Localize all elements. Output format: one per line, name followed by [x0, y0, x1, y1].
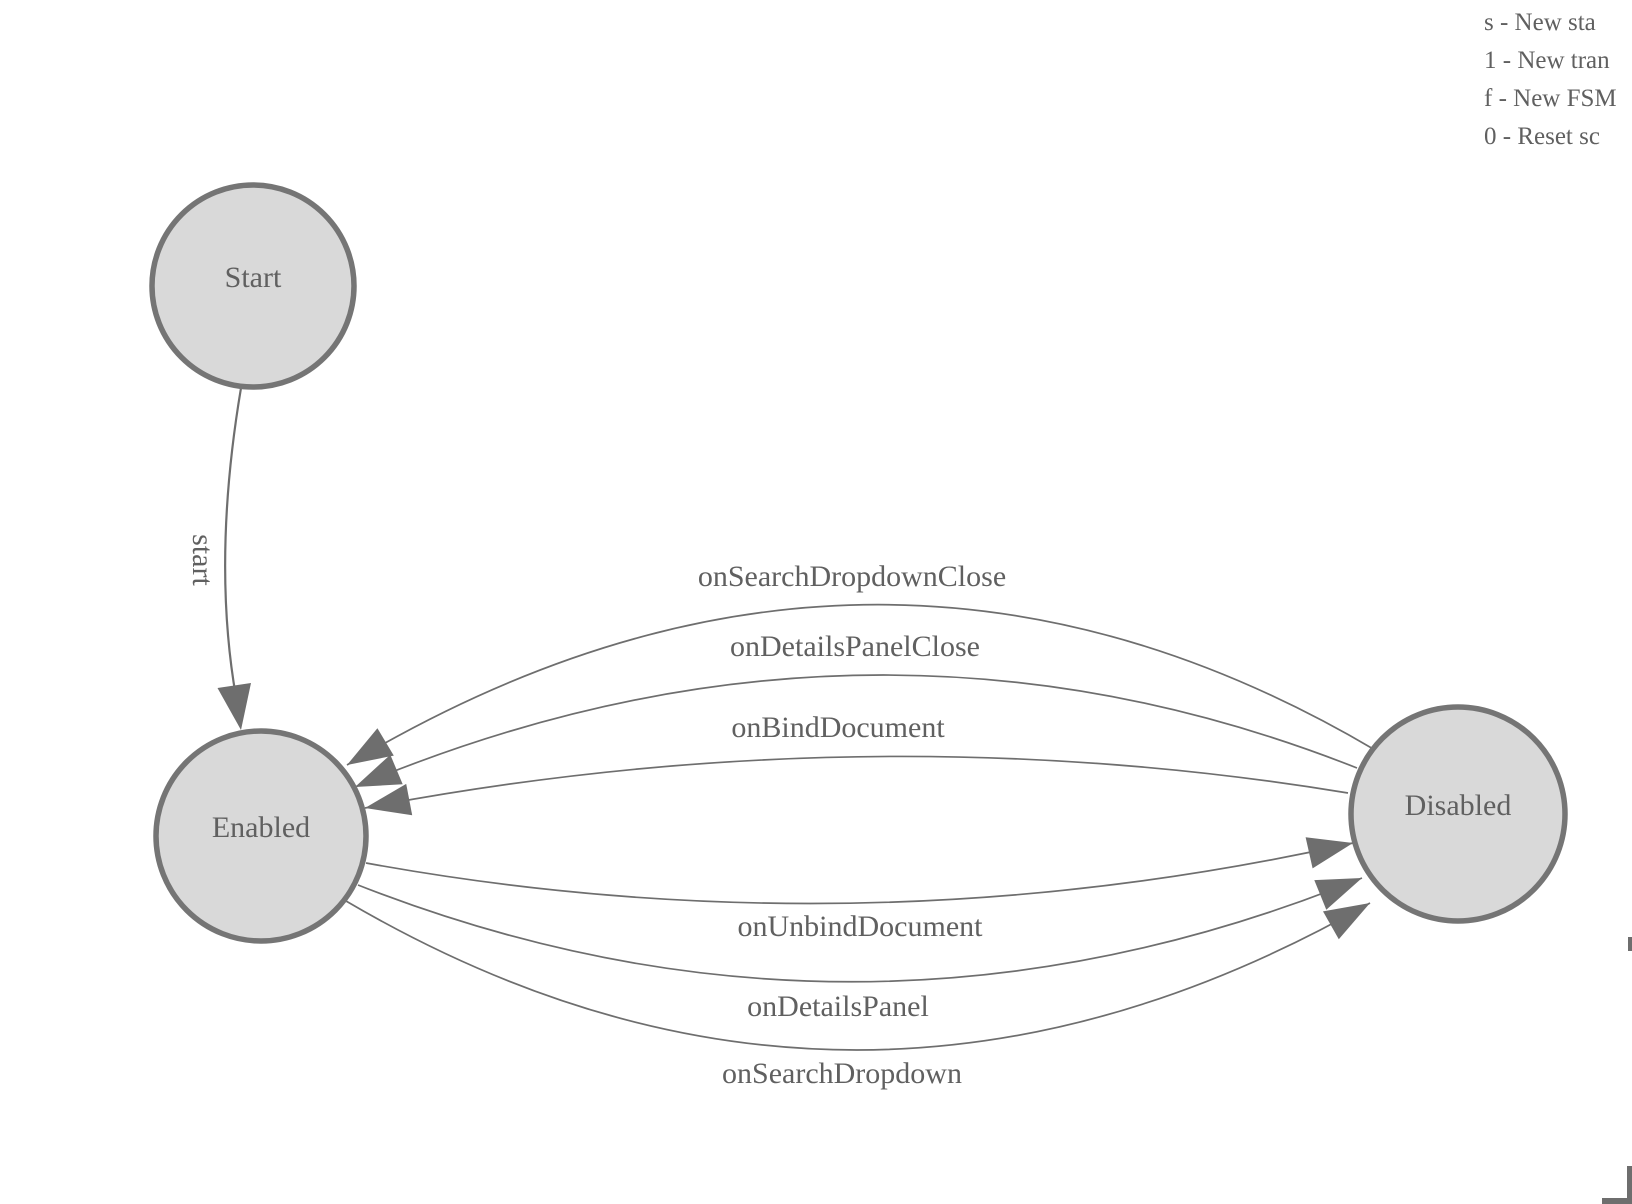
transition-onSearchDropdownClose-path[interactable]: [346, 603, 1376, 766]
arrowhead-icon: [365, 783, 413, 816]
transition-start[interactable]: start: [186, 387, 251, 730]
legend-line: s - New sta: [1484, 9, 1596, 36]
state-node-disabled[interactable]: Disabled: [1348, 704, 1568, 924]
transition-onDetailsPanel[interactable]: onDetailsPanel: [357, 877, 1363, 1023]
state-circle-enabled[interactable]: [153, 728, 369, 944]
transition-onSearchDropdown[interactable]: onSearchDropdown: [345, 900, 1371, 1090]
partial-element-corner-vertical: [1627, 1166, 1632, 1204]
arrowhead-icon: [355, 754, 403, 787]
shortcut-legend: s - New sta 1 - New tran f - New FSM 0 -…: [1484, 4, 1632, 164]
legend-line: 1 - New tran: [1484, 47, 1610, 74]
legend-line: f - New FSM: [1484, 85, 1617, 112]
transition-label-onSearchDropdownClose: onSearchDropdownClose: [698, 560, 1006, 593]
state-circle-start[interactable]: [149, 182, 357, 390]
transition-onDetailsPanelClose[interactable]: onDetailsPanelClose: [354, 630, 1358, 788]
state-label-enabled: Enabled: [212, 811, 310, 844]
transition-onBindDocument[interactable]: onBindDocument: [364, 711, 1349, 816]
transition-label-onDetailsPanelClose: onDetailsPanelClose: [730, 630, 980, 663]
arrowhead-icon: [347, 728, 394, 765]
state-node-start[interactable]: Start: [149, 182, 357, 390]
state-node-enabled[interactable]: Enabled: [153, 728, 369, 944]
state-label-start: Start: [225, 261, 282, 294]
transition-onUnbindDocument-path[interactable]: [365, 842, 1354, 905]
state-label-disabled: Disabled: [1405, 789, 1512, 822]
transition-onSearchDropdownClose[interactable]: onSearchDropdownClose: [346, 560, 1376, 766]
transition-onSearchDropdown-path[interactable]: [345, 900, 1371, 1051]
arrowhead-icon: [1314, 878, 1362, 910]
transition-label-onBindDocument: onBindDocument: [731, 711, 945, 744]
partial-element-sliver: [1628, 937, 1632, 951]
transition-label-onUnbindDocument: onUnbindDocument: [738, 910, 984, 943]
state-circle-disabled[interactable]: [1348, 704, 1568, 924]
arrowhead-icon: [1305, 837, 1353, 869]
transition-onDetailsPanelClose-path[interactable]: [354, 674, 1358, 788]
transition-label-onDetailsPanel: onDetailsPanel: [747, 990, 929, 1023]
transition-label-start: start: [186, 534, 219, 586]
transition-onDetailsPanel-path[interactable]: [357, 877, 1363, 983]
arrowhead-icon: [1323, 903, 1370, 940]
partial-element-corner-horizontal: [1602, 1198, 1632, 1204]
arrowhead-icon: [217, 683, 251, 730]
transition-label-onSearchDropdown: onSearchDropdown: [722, 1057, 962, 1090]
legend-line: 0 - Reset sc: [1484, 123, 1600, 150]
transition-onUnbindDocument[interactable]: onUnbindDocument: [365, 837, 1354, 943]
transition-onBindDocument-path[interactable]: [364, 755, 1349, 809]
transition-start-path[interactable]: [224, 387, 243, 698]
